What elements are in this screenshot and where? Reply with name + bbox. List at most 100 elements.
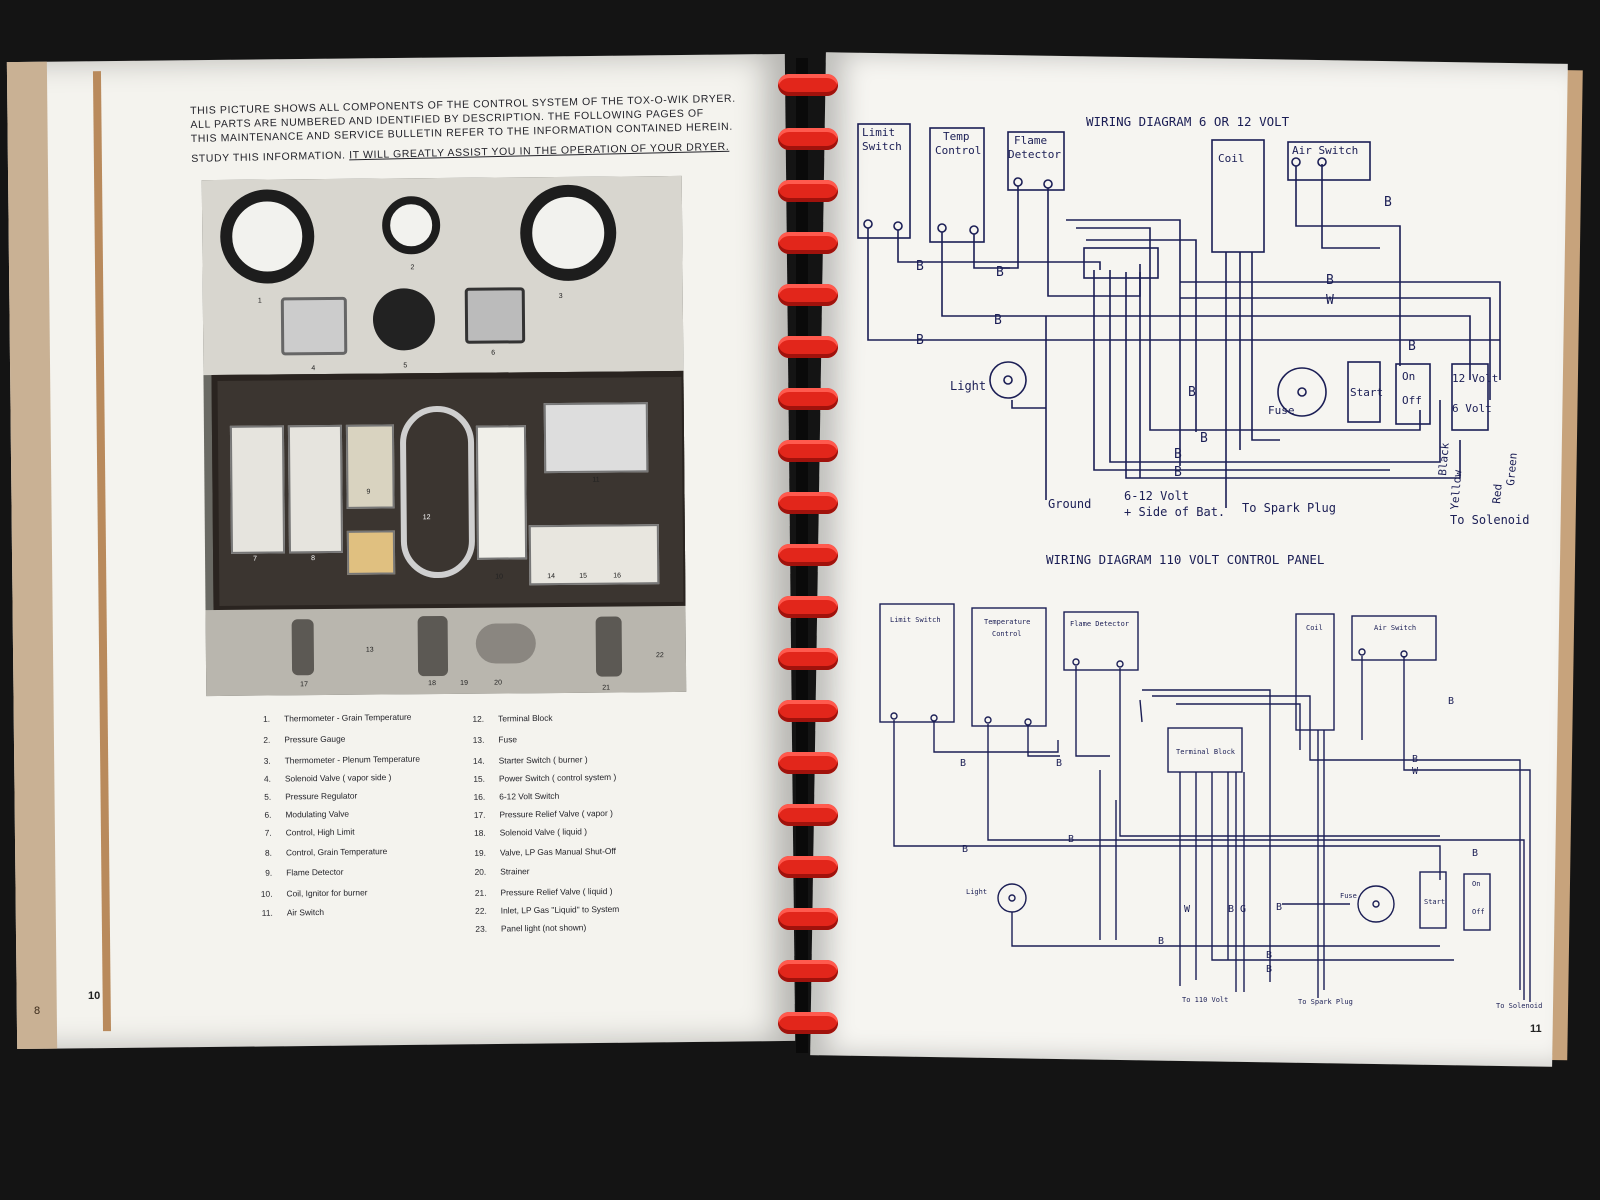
air-switch-box — [1351, 615, 1437, 661]
wire-label: B — [1276, 902, 1282, 913]
label: Temp — [943, 130, 970, 143]
limit-switch-box — [879, 603, 955, 723]
label: Red — [1490, 483, 1505, 504]
wire-label: B — [1448, 696, 1454, 707]
wire-label: B — [1412, 754, 1418, 765]
label: Light — [966, 888, 987, 896]
wire-label: W — [1412, 766, 1419, 777]
fuse-symbol — [1277, 367, 1327, 417]
label: Green — [1504, 452, 1520, 486]
wire-label: B — [1174, 447, 1182, 462]
diagram1-title: WIRING DIAGRAM 6 OR 12 VOLT — [1086, 114, 1290, 129]
wire-label: B — [916, 259, 924, 274]
label: Yellow — [1448, 469, 1464, 510]
label: Flame — [1014, 134, 1047, 147]
binding-ring — [778, 648, 838, 670]
binding-ring — [778, 232, 838, 254]
label: 6-12 Volt — [1124, 489, 1189, 503]
label: Limit Switch — [890, 616, 941, 624]
wire-label: B — [1200, 431, 1208, 446]
label: Fuse — [1268, 404, 1295, 417]
label: Temperature — [984, 618, 1030, 626]
wiring-diagram-6-12-volt: WIRING DIAGRAM 6 OR 12 VOLT Limit Switch… — [857, 114, 1529, 527]
on-off-switch — [1463, 873, 1491, 931]
wire-label: B — [1188, 385, 1196, 400]
binding-ring — [778, 388, 838, 410]
wire-label: B — [960, 758, 966, 769]
label: To Solenoid — [1450, 513, 1529, 527]
label: 12 Volt — [1452, 372, 1498, 385]
label: To Solenoid — [1496, 1002, 1542, 1010]
terminal-block-box — [1167, 727, 1243, 773]
label: + Side of Bat. — [1124, 505, 1225, 519]
on-off-switch — [1395, 363, 1431, 425]
label: Start — [1350, 386, 1383, 399]
wire-label: G — [1240, 904, 1246, 915]
label: 6 Volt — [1452, 402, 1492, 415]
label: To 110 Volt — [1182, 996, 1228, 1004]
wire-label: W — [1326, 293, 1334, 308]
label: On — [1472, 880, 1480, 888]
flame-detector-box — [1063, 611, 1139, 671]
label: Control — [992, 630, 1022, 638]
wire-label: B — [1056, 758, 1062, 769]
label: To Spark Plug — [1242, 501, 1336, 515]
label: To Spark Plug — [1298, 998, 1353, 1006]
binding-ring — [778, 336, 838, 358]
wire-label: B — [916, 333, 924, 348]
start-switch — [1419, 871, 1447, 929]
temp-control-box — [971, 607, 1047, 727]
light-symbol — [989, 361, 1027, 399]
binding-ring — [778, 74, 838, 96]
label: Start — [1424, 898, 1445, 906]
binding-ring — [778, 804, 838, 826]
wire-label: B — [1384, 195, 1392, 210]
label: Fuse — [1340, 892, 1357, 900]
binding-ring — [778, 284, 838, 306]
temp-control-box — [929, 127, 985, 243]
label: Flame Detector — [1070, 620, 1129, 628]
page-number-right: 11 — [1530, 1023, 1542, 1035]
wire-label: B — [1068, 834, 1074, 845]
label: Limit — [862, 126, 895, 139]
start-switch — [1347, 361, 1381, 423]
terminal-block — [1083, 247, 1159, 279]
label: Air Switch — [1292, 144, 1358, 157]
binding-ring — [778, 544, 838, 566]
label: Control — [935, 144, 981, 157]
label: Coil — [1306, 624, 1323, 632]
fuse-symbol — [1357, 885, 1395, 923]
label: Terminal Block — [1176, 748, 1236, 756]
binding-ring — [778, 908, 838, 930]
label: Off — [1472, 908, 1485, 916]
air-switch-box — [1287, 141, 1371, 181]
wire-label: W — [1184, 904, 1191, 915]
binding-ring — [778, 856, 838, 878]
label: Ground — [1048, 497, 1091, 511]
wire-label: B — [994, 313, 1002, 328]
label: Detector — [1008, 148, 1061, 161]
label: Light — [950, 379, 986, 393]
coil-box — [1211, 139, 1265, 253]
wire-label: B — [1266, 964, 1272, 975]
wire-label: B — [996, 265, 1004, 280]
flame-detector-box — [1007, 131, 1065, 191]
edge-page-number: 8 — [34, 1005, 41, 1017]
label: Air Switch — [1374, 624, 1416, 632]
wire-label: B — [1326, 273, 1334, 288]
wire-label: B — [1158, 936, 1164, 947]
binding-ring — [778, 700, 838, 722]
diagram2-title: WIRING DIAGRAM 110 VOLT CONTROL PANEL — [1046, 552, 1324, 567]
light-symbol — [997, 883, 1027, 913]
binding-ring — [778, 492, 838, 514]
binding-ring — [778, 960, 838, 982]
label: On — [1402, 370, 1415, 383]
wire-label: B — [1472, 848, 1478, 859]
wire-label: B — [1174, 465, 1182, 480]
binding-ring — [778, 752, 838, 774]
page-number-left: 10 — [88, 990, 101, 1002]
wire-label: B — [1266, 950, 1272, 961]
label: Switch — [862, 140, 902, 153]
